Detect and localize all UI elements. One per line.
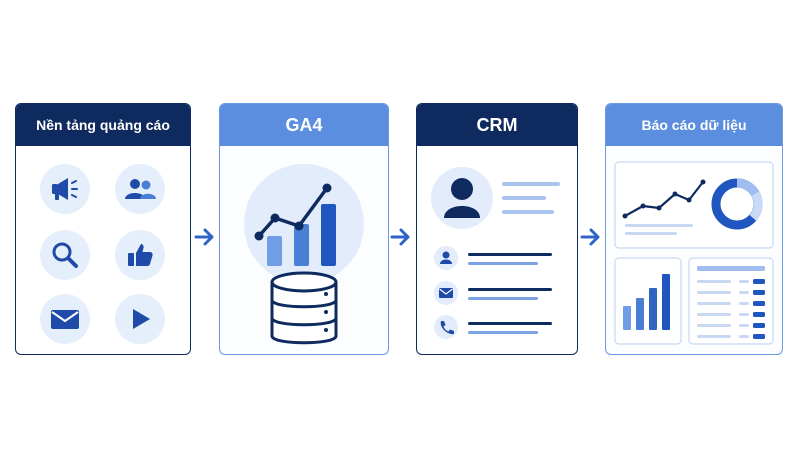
table-icon xyxy=(697,266,765,339)
database-icon xyxy=(270,271,338,345)
thumbs-up-icon xyxy=(115,230,165,280)
mail-icon xyxy=(40,294,90,344)
arrow-right-icon xyxy=(390,228,410,246)
arrow-right-icon xyxy=(580,228,600,246)
stage-ga4: GA4 xyxy=(219,103,389,355)
megaphone-icon xyxy=(40,164,90,214)
report-bar-panel xyxy=(614,257,682,345)
stage-crm: CRM xyxy=(416,103,578,355)
stage-title: Nền tảng quảng cáo xyxy=(16,104,190,146)
donut-chart-icon xyxy=(711,178,763,230)
contact-icon xyxy=(434,246,458,270)
user-profile-icon xyxy=(431,167,493,229)
mail-icon xyxy=(434,281,458,305)
rising-line-icon xyxy=(254,183,332,241)
stage-title: CRM xyxy=(417,104,577,146)
ga4-illustration xyxy=(244,164,364,345)
stage-data-report: Báo cáo dữ liệu xyxy=(605,103,783,355)
play-icon xyxy=(115,294,165,344)
report-top-panel xyxy=(614,161,774,249)
bar-chart-icon xyxy=(267,204,336,266)
stage-title: GA4 xyxy=(220,104,388,146)
stage-ad-platforms: Nền tảng quảng cáo xyxy=(15,103,191,355)
bar-chart-icon xyxy=(623,274,670,330)
search-icon xyxy=(40,230,90,280)
users-icon xyxy=(115,164,165,214)
crm-illustration xyxy=(431,167,560,339)
arrow-right-icon xyxy=(194,228,214,246)
stage-title: Báo cáo dữ liệu xyxy=(606,104,782,146)
report-illustration xyxy=(614,161,774,345)
report-table-panel xyxy=(688,257,774,345)
phone-icon xyxy=(434,315,458,339)
line-chart-icon xyxy=(622,179,706,219)
